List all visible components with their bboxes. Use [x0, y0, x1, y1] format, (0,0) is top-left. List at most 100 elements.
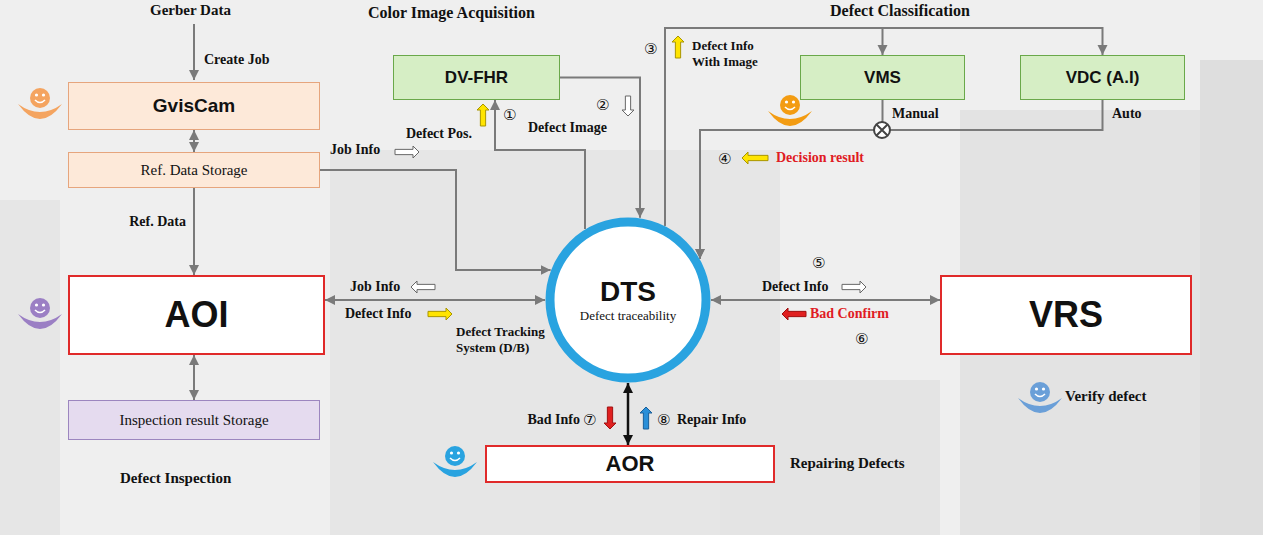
machine-box: VRS — [940, 275, 1192, 355]
direction-arrow — [742, 152, 768, 164]
station-box: DV-FHR — [393, 55, 560, 100]
direction-arrow — [477, 104, 489, 126]
node-title: AOI — [164, 294, 228, 336]
annotation-label: Gerber Data — [150, 2, 231, 19]
edge-label: Job Info — [330, 142, 380, 158]
icon-eye — [35, 93, 38, 96]
database-circle: DTSDefect traceability — [545, 217, 711, 383]
icon-head — [30, 298, 50, 318]
icon-smile — [1035, 394, 1045, 397]
annotation-label: Repairing Defects — [790, 455, 905, 472]
icon-eye — [1035, 387, 1038, 390]
edge-label: Ref. Data — [129, 214, 186, 230]
annotation-label: Repair Info — [677, 412, 746, 428]
callout-number: ③ — [644, 40, 657, 58]
icon-eye — [785, 100, 788, 103]
connector-line — [700, 100, 883, 259]
edge-label: Defect Image — [528, 120, 607, 136]
connector-line — [627, 383, 630, 445]
callout-number: ⑤ — [812, 254, 825, 272]
icon-smile — [35, 310, 45, 313]
node-subtitle: Defect traceability — [580, 308, 676, 324]
software-box: GvisCam — [68, 82, 320, 130]
storage-box: Ref. Data Storage — [68, 152, 320, 188]
callout-number: ④ — [718, 150, 731, 168]
annotation-label: Create Job — [204, 52, 269, 68]
merge-cross — [877, 125, 888, 136]
connector-line — [700, 100, 1103, 259]
icon-head — [445, 446, 465, 466]
icon-head — [1030, 382, 1050, 402]
icon-eye — [792, 100, 795, 103]
annotation-label: Defect Inspection — [120, 470, 231, 487]
user-icon — [18, 88, 62, 119]
annotation-label: Bad Confirm — [810, 306, 889, 322]
annotation-label: Auto — [1112, 106, 1142, 122]
direction-arrow — [782, 308, 806, 320]
direction-arrow — [395, 146, 419, 158]
node-title: DTS — [600, 276, 656, 308]
machine-box: AOI — [68, 275, 325, 355]
connector-line — [193, 355, 195, 400]
storage-box: Inspection result Storage — [68, 400, 320, 440]
user-icon — [18, 298, 62, 329]
connector-line — [320, 170, 551, 270]
annotation-label: Manual — [892, 106, 939, 122]
input-arrow — [193, 24, 195, 80]
connector-line — [560, 78, 640, 218]
direction-arrow — [622, 96, 634, 116]
station-box: VMS — [800, 55, 965, 100]
direction-arrow — [604, 407, 616, 429]
direction-arrow — [411, 281, 435, 293]
callout-number: ⑧ — [657, 411, 670, 429]
direction-arrow — [640, 407, 652, 429]
connector-line — [193, 130, 195, 152]
icon-smile — [35, 100, 45, 103]
icon-head — [780, 95, 800, 115]
edge-label: Decision result — [776, 150, 864, 166]
node-title: DV-FHR — [445, 68, 508, 88]
callout-number: ① — [503, 106, 516, 124]
edge-label: Defect Pos. — [406, 126, 472, 142]
icon-eye — [42, 93, 45, 96]
node-title: AOR — [606, 451, 655, 477]
connector-line — [325, 299, 545, 301]
annotation-label: Verify defect — [1065, 388, 1147, 405]
circle-ring — [550, 222, 706, 378]
icon-head — [30, 88, 50, 108]
merge-symbol — [874, 122, 890, 138]
icon-smile — [450, 458, 460, 461]
callout-number: ② — [596, 96, 609, 114]
machine-shadow — [330, 150, 780, 535]
machine-box: AOR — [485, 445, 775, 483]
node-title: VMS — [864, 68, 901, 88]
direction-arrow — [428, 308, 452, 320]
callout-number: ⑦ — [583, 411, 596, 429]
machine-shadow — [0, 200, 60, 535]
icon-smile — [785, 107, 795, 110]
user-icon — [433, 446, 477, 477]
connector-line — [193, 188, 195, 275]
edge-label: Defect Info With Image — [692, 38, 776, 70]
icon-eye — [1042, 387, 1045, 390]
node-title: VDC (A.I) — [1066, 68, 1140, 88]
direction-arrow — [672, 36, 684, 58]
merge-circle — [874, 122, 890, 138]
node-title: VRS — [1029, 294, 1103, 336]
node-title: GvisCam — [153, 95, 235, 117]
annotation-label: Color Image Acquisition — [368, 4, 535, 22]
connector-line — [495, 100, 585, 229]
icon-eye — [450, 451, 453, 454]
edge-label: Bad Info — [527, 412, 580, 428]
user-icon — [1018, 382, 1062, 413]
machine-shadow — [1200, 60, 1263, 535]
edge-label: Job Info — [350, 279, 400, 295]
node-title: Ref. Data Storage — [140, 162, 247, 179]
edge-label: Defect Info — [762, 279, 828, 295]
icon-eye — [457, 451, 460, 454]
annotation-label: Defect Classification — [830, 2, 970, 20]
node-title: Inspection result Storage — [119, 412, 268, 429]
